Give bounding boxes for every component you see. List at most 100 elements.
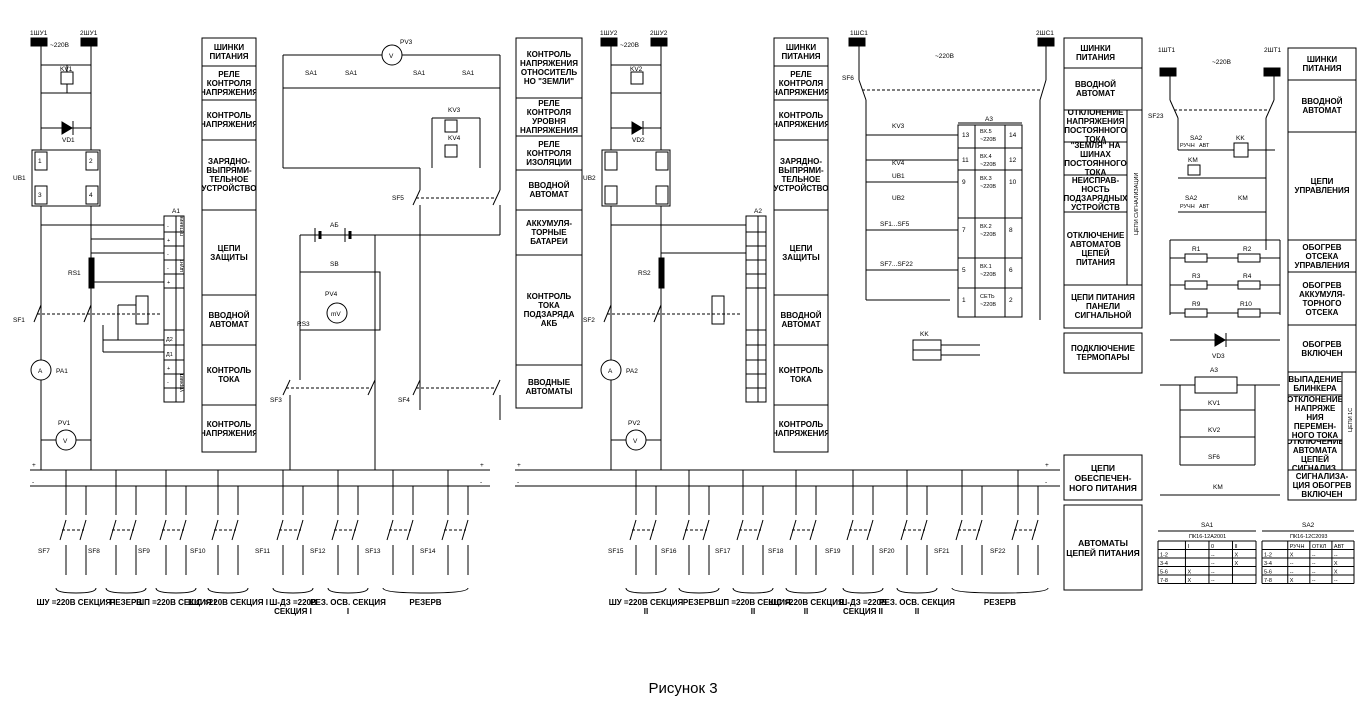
heating-section: 1ШТ1 2ШТ1 ~220В SF23 KK SA2 РУЧН АВТ KM … [1148,47,1357,501]
kk-label: KK [920,331,929,338]
sa2-label: SA2 [1190,135,1203,142]
svg-text:-: - [480,479,482,486]
sf13-label: SF13 [365,548,381,555]
svg-text:Д1: Д1 [166,352,173,358]
sa2-table-cell: 7-8 [1264,578,1272,584]
svg-text:АВТ: АВТ [1199,204,1210,210]
rs3-label: RS3 [297,321,310,328]
feeder-group-label: РЕЗЕРВ [109,598,143,607]
sf4-label: SF4 [398,397,410,404]
svg-text:~220В: ~220В [1212,59,1231,66]
sa2-table-title: SA2 [1302,522,1315,529]
terminal-2shu1: 2ШУ1 [80,30,98,37]
a1-label: A1 [172,208,180,215]
figure-caption: Рисунок 3 [648,680,718,697]
pv1-label: PV1 [58,420,71,427]
a3-out-num: 10 [1009,179,1017,186]
svg-text:1ШУ2: 1ШУ2 [600,30,618,37]
feeder-group-label: РЕЗЕРВ [983,598,1017,607]
svg-text:SF6: SF6 [1208,454,1220,461]
sf23-label: SF23 [1148,113,1164,120]
svg-text:+: + [1045,462,1049,469]
sa1-table-cell: -- [1211,570,1215,576]
feeder-group-label: ШУ =220В СЕКЦИЯ II [608,598,684,616]
sa2-table-cell: X [1334,570,1338,576]
a3-out-num: 8 [1009,227,1013,234]
terminal-1shu1: 1ШУ1 [30,30,48,37]
sa2-table-cell: РУЧН [1290,544,1305,550]
svg-text:+: + [32,462,36,469]
sa2-table-cell: -- [1334,553,1338,559]
sf17-label: SF17 [715,548,731,555]
a2-label: A2 [754,208,762,215]
svg-text:-: - [167,380,169,386]
svg-text:-: - [517,479,519,486]
svg-text:KM: KM [1213,484,1223,491]
blocks-column-2 [515,37,583,409]
sf22-label: SF22 [990,548,1006,555]
svg-text:SA1: SA1 [413,70,426,77]
sa1-table-cell: 0 [1211,544,1214,550]
a3-in-name: СЕТЬ [980,294,995,300]
heater-resistors: R1 R2 R3 R4 R9 R10 [1170,246,1280,318]
feeder-group-label: РЕЗ. ОСВ. СЕКЦИЯ II [879,598,955,616]
rs2-label: RS2 [638,270,651,277]
feeder-group-label: ШС =220В СЕКЦИЯ I [188,598,268,607]
svg-text:V: V [63,438,68,445]
vd2-label: VD2 [632,137,645,144]
pa2-label: PA2 [626,368,638,375]
sf2-label: SF2 [583,317,595,324]
r2-label: R2 [1243,246,1252,253]
svg-text:KK: KK [1236,135,1245,142]
charger-section-2: 1ШУ2 2ШУ2 ~220В KV2 VD2 UB2 A2 RS2 SF2 A… [583,30,829,470]
svg-text:KV1: KV1 [1208,400,1221,407]
svg-text:АВТ: АВТ [1199,143,1210,149]
r10-label: R10 [1240,301,1252,308]
a3-in-num: 7 [962,227,966,234]
svg-text:UB2: UB2 [892,195,905,202]
sa2-table-cell: -- [1334,578,1338,584]
kv3-label: KV3 [448,107,461,114]
a3-in-voltage: ~220В [980,162,996,168]
bus-bars: + - + - + - + - [30,454,1143,591]
sf3-label: SF3 [270,397,282,404]
svg-text:2ШУ2: 2ШУ2 [650,30,668,37]
a3-label: A3 [985,116,993,123]
sa2-table-model: ПК16-12С2093 [1290,534,1327,540]
sf16-label: SF16 [661,548,677,555]
a3-out-num: 12 [1009,157,1017,164]
svg-text:KV4: KV4 [892,160,905,167]
svg-text:питание: питание [179,215,185,236]
svg-text:-: - [167,252,169,258]
blocks-column-4: ЦЕПИ СИГНАЛИЗАЦИИ [1063,37,1143,374]
a3-in-num: 9 [962,179,966,186]
sa1-table-cell: -- [1211,578,1215,584]
svg-text:1ШТ1: 1ШТ1 [1158,47,1176,54]
a3-in-name: ВХ.3 [980,176,992,182]
svg-text:2ШС1: 2ШС1 [1036,30,1054,37]
sa1-table-cell: -- [1211,561,1215,567]
signal1c-label: ЦЕПИ 1С [1348,408,1354,432]
voltage-label-1: ~220В [50,42,69,49]
sf12-label: SF12 [310,548,326,555]
sf15-label: SF15 [608,548,624,555]
a3-in-voltage: ~220В [980,184,996,190]
svg-text:SF7...SF22: SF7...SF22 [880,261,913,268]
sa2-table-cell: АВТ [1334,544,1345,550]
sf5-label: SF5 [392,195,404,202]
sa1-table-cell: II [1234,544,1238,550]
svg-text:SA1: SA1 [345,70,358,77]
pv4-label: PV4 [325,291,338,298]
svg-text:РУЧН: РУЧН [1180,204,1195,210]
svg-text:3: 3 [38,192,42,199]
a3-in-voltage: ~220В [980,272,996,278]
pv2-label: PV2 [628,420,641,427]
r9-label: R9 [1192,301,1201,308]
svg-text:V: V [633,438,638,445]
svg-text:UB1: UB1 [892,173,905,180]
feeder-group-label: Ш-ДЗ =220В СЕКЦИЯ I [269,598,317,616]
sf19-label: SF19 [825,548,841,555]
svg-text:KM: KM [1238,195,1248,202]
vd3-label: VD3 [1212,353,1225,360]
